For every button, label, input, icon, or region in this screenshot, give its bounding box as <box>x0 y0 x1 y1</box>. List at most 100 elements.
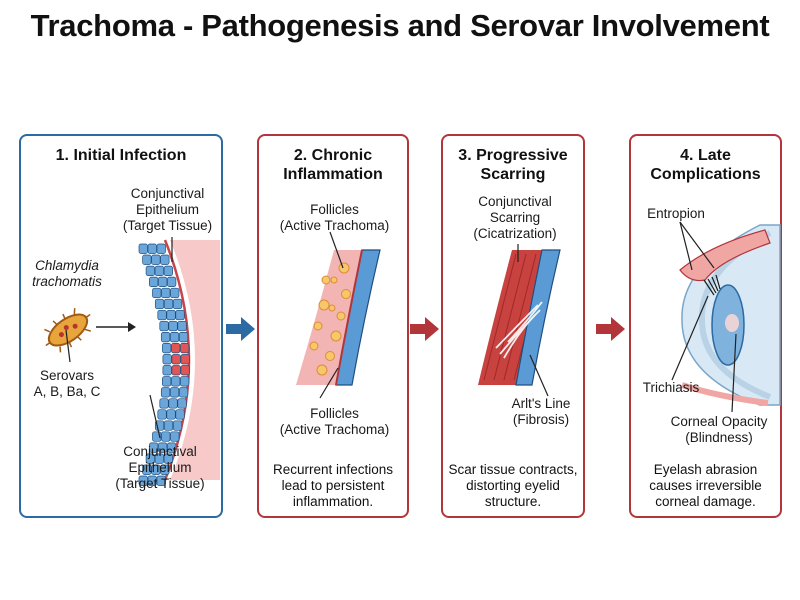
epithelial-cell <box>177 320 187 332</box>
serovars-label: Serovars A, B, Ba, C <box>22 368 112 400</box>
epithelium-illustration-1 <box>138 239 220 486</box>
stage-1-title-line: 1. Initial Infection <box>55 147 187 164</box>
epithelial-cell <box>151 254 161 265</box>
label-line: Epithelium <box>128 460 192 475</box>
description-line: causes irreversible <box>649 478 762 493</box>
scarred-tissue-illustration <box>478 249 561 386</box>
stage-3-title: 3. Progressive Scarring <box>443 146 583 184</box>
epithelial-cell <box>172 420 183 431</box>
infected-epithelial-cell <box>180 343 190 354</box>
entropion-label: Entropion <box>636 206 716 222</box>
label-line: (Target Tissue) <box>115 476 205 491</box>
epithelial-cell <box>167 442 177 453</box>
infected-epithelial-cell <box>171 343 181 354</box>
label-line: (Target Tissue) <box>122 218 213 233</box>
epithelial-cell <box>161 431 171 442</box>
label-line: Conjunctival <box>123 444 197 459</box>
follicles-label-bottom: Follicles (Active Trachoma) <box>262 406 407 438</box>
epithelial-cell <box>147 475 157 486</box>
follicles-label-top: Follicles (Active Trachoma) <box>262 202 407 234</box>
stage-2-title-line: Inflammation <box>283 166 383 183</box>
label-line: (Active Trachoma) <box>279 422 390 437</box>
label-line: Trichiasis <box>642 380 700 395</box>
epithelial-cell <box>156 243 166 254</box>
epithelial-cell <box>147 243 157 254</box>
stage-4-title-line: 4. Late <box>680 147 731 164</box>
label-line: Conjunctival <box>478 194 552 209</box>
epithelial-cell <box>157 409 167 420</box>
epithelial-cell <box>169 387 180 398</box>
description-line: distorting eyelid <box>466 478 560 493</box>
arlts-line-label: Arlt's Line (Fibrosis) <box>500 396 582 428</box>
epithelial-cell <box>163 298 174 310</box>
epithelial-cell <box>171 376 181 387</box>
epithelial-cell <box>169 332 180 343</box>
stage-4-title: 4. Late Complications <box>631 146 780 184</box>
epithelial-cell <box>175 309 185 321</box>
label-line: A, B, Ba, C <box>33 384 101 399</box>
label-line: trachomatis <box>32 274 102 289</box>
epithelial-cell <box>145 453 155 464</box>
epithelial-cell <box>170 431 180 442</box>
epithelial-cell <box>156 475 166 486</box>
stage-2-title-line: 2. Chronic <box>293 147 373 164</box>
stage-2-description: Recurrent infections lead to persistent … <box>259 462 407 510</box>
chlamydia-bacterium-icon <box>44 308 136 353</box>
description-line: Eyelash abrasion <box>653 462 758 477</box>
epithelial-cell <box>162 376 172 387</box>
epithelial-cell <box>163 453 173 464</box>
label-line: Corneal Opacity <box>670 414 768 429</box>
epithelial-cell <box>162 365 172 376</box>
epithelial-cell <box>154 265 164 276</box>
organism-label: Chlamydia trachomatis <box>22 258 112 290</box>
epithelial-cell <box>166 309 176 321</box>
epithelial-cell <box>162 354 172 365</box>
epithelial-cell <box>162 343 172 354</box>
description-line: structure. <box>484 494 542 509</box>
infected-epithelial-cell <box>171 354 181 365</box>
epithelial-cell <box>159 320 169 332</box>
label-line: (Blindness) <box>685 430 753 445</box>
epithelial-cell <box>138 243 148 254</box>
epithelial-cell <box>163 265 173 276</box>
label-line: Epithelium <box>135 202 200 217</box>
epithelial-cell <box>180 376 190 387</box>
epithelial-cell <box>142 464 152 475</box>
stage-3-description: Scar tissue contracts, distorting eyelid… <box>443 462 583 510</box>
epithelial-cell <box>175 409 185 420</box>
epithelium-label-bottom: Conjunctival Epithelium (Target Tissue) <box>100 444 220 492</box>
stage-arrow-blue <box>226 317 255 341</box>
description-line: corneal damage. <box>655 494 756 509</box>
label-line: (Fibrosis) <box>512 412 570 427</box>
label-line: Chlamydia <box>35 258 99 273</box>
epithelial-cell <box>149 442 159 453</box>
epithelial-cell <box>157 309 167 321</box>
epithelial-cell <box>138 475 148 486</box>
label-line: Entropion <box>647 206 705 221</box>
epithelial-cell <box>152 287 162 299</box>
label-line: Follicles <box>310 202 359 217</box>
description-line: lead to persistent <box>281 478 385 493</box>
epithelial-cell <box>163 420 174 431</box>
stage-4-description: Eyelash abrasion causes irreversible cor… <box>631 462 780 510</box>
infected-epithelial-cell <box>180 365 190 376</box>
epithelial-cell <box>168 320 178 332</box>
epithelial-cell <box>177 398 187 409</box>
epithelial-cell <box>158 276 168 287</box>
stage-4-title-line: Complications <box>650 166 761 183</box>
label-line: Arlt's Line <box>511 396 571 411</box>
description-line: Scar tissue contracts, <box>448 462 578 477</box>
epithelial-cell <box>160 332 171 343</box>
epithelial-cell <box>160 254 170 265</box>
epithelial-cell <box>154 298 165 310</box>
epithelium-label-top: Conjunctival Epithelium (Target Tissue) <box>110 186 225 234</box>
description-line: Recurrent infections <box>272 462 394 477</box>
eye-cross-section-illustration <box>679 224 781 406</box>
corneal-opacity-label: Corneal Opacity (Blindness) <box>660 414 778 446</box>
inflamed-tissue-illustration <box>296 249 381 386</box>
stage-arrow-red <box>410 317 439 341</box>
epithelial-cell <box>166 409 176 420</box>
